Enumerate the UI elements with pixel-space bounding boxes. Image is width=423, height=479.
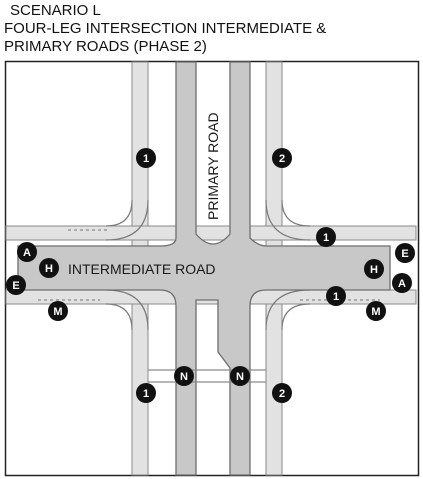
svg-text:A: A xyxy=(23,247,31,259)
title-line-2: FOUR-LEG INTERSECTION INTERMEDIATE & xyxy=(4,20,327,37)
svg-text:1: 1 xyxy=(143,153,149,165)
badge-1-nw: 1 xyxy=(136,148,156,168)
badge-1-east-upper: 1 xyxy=(316,227,336,247)
badge-h-west: H xyxy=(39,258,59,278)
badge-1-sw: 1 xyxy=(136,383,156,403)
svg-text:N: N xyxy=(180,371,188,383)
badge-2-se: 2 xyxy=(272,383,292,403)
badge-n-south-left: N xyxy=(174,366,194,386)
diagram-title: SCENARIO L FOUR-LEG INTERSECTION INTERME… xyxy=(4,2,326,56)
badge-a-west: A xyxy=(17,242,37,262)
road-surface xyxy=(17,61,391,476)
badge-e-west: E xyxy=(6,275,26,295)
svg-text:2: 2 xyxy=(279,388,285,400)
badge-1-east-lower: 1 xyxy=(326,286,346,306)
svg-text:H: H xyxy=(45,263,53,275)
svg-text:1: 1 xyxy=(143,388,149,400)
svg-text:1: 1 xyxy=(323,232,329,244)
svg-text:M: M xyxy=(371,306,380,318)
badge-m-east: M xyxy=(366,301,386,321)
badge-2-ne: 2 xyxy=(272,148,292,168)
svg-text:1: 1 xyxy=(333,291,339,303)
corner-curbs xyxy=(105,199,311,331)
svg-text:A: A xyxy=(398,278,406,290)
svg-text:M: M xyxy=(53,306,62,318)
badge-e-east: E xyxy=(395,243,415,263)
primary-road-label: PRIMARY ROAD xyxy=(205,112,221,220)
svg-text:E: E xyxy=(12,280,19,292)
title-line-3: PRIMARY ROADS (PHASE 2) xyxy=(4,38,207,55)
svg-text:H: H xyxy=(370,264,378,276)
badge-m-west: M xyxy=(48,301,68,321)
badge-n-south-right: N xyxy=(230,366,250,386)
intermediate-road-label: INTERMEDIATE ROAD xyxy=(68,261,216,277)
svg-text:E: E xyxy=(401,248,408,260)
svg-text:N: N xyxy=(236,371,244,383)
badge-a-east: A xyxy=(392,273,412,293)
title-line-1: SCENARIO L xyxy=(10,2,101,19)
badge-h-east: H xyxy=(364,259,384,279)
svg-text:2: 2 xyxy=(279,153,285,165)
